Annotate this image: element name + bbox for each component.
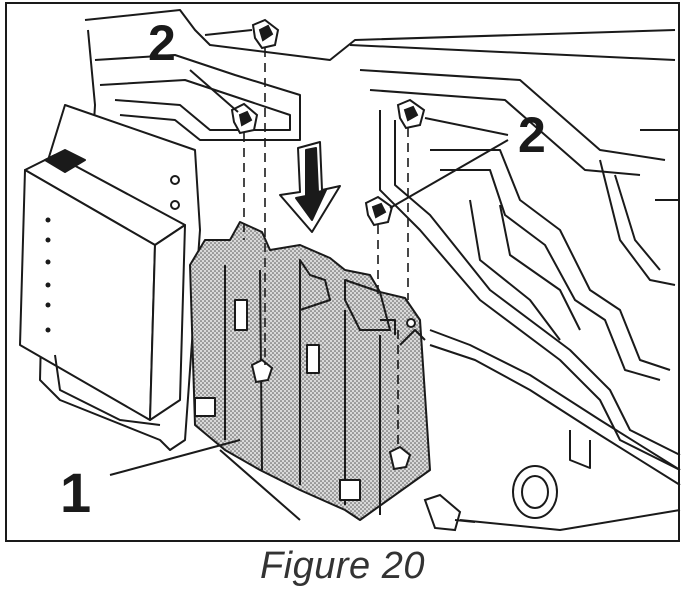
leader-lines (109, 29, 509, 476)
figure-caption: Figure 20 (259, 545, 426, 587)
technical-illustration: 2 2 1 (19, 9, 681, 532)
control-module (19, 149, 186, 426)
mounting-bracket-part-1 (189, 221, 431, 521)
clip-icon (230, 102, 259, 135)
clip-icon (250, 358, 274, 384)
clip-icon (396, 98, 426, 130)
grommet (512, 465, 558, 519)
clip-icon (364, 195, 394, 227)
vehicle-body-panel (84, 9, 681, 531)
clip-icon (251, 18, 280, 50)
clip-icon (388, 445, 412, 471)
connector-plug (423, 493, 476, 532)
callout-2-left: 2 (148, 15, 176, 71)
clip-assembly (230, 18, 426, 471)
install-direction-arrow-icon (279, 141, 341, 233)
callout-1: 1 (60, 461, 91, 524)
callout-2-right: 2 (518, 107, 546, 163)
